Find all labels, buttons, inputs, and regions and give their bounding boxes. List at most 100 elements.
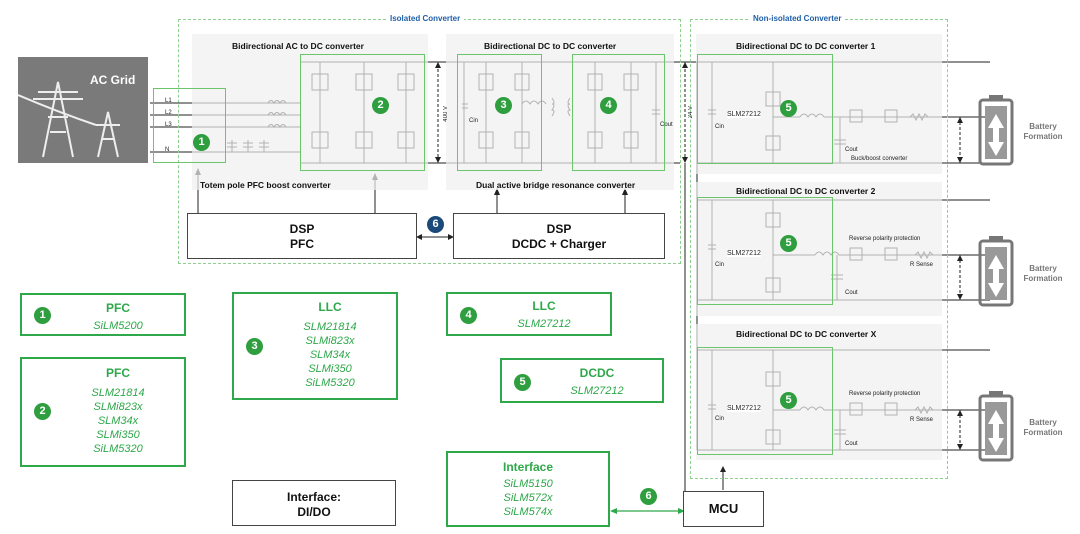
dc-dc-panel [446, 34, 674, 190]
phase-l2: L2 [165, 110, 172, 116]
legend-llc-3-item: SiLM5320 [305, 377, 355, 389]
cout-label-2: Cout [845, 290, 858, 296]
dsp-pfc-title: DSP [289, 222, 315, 236]
legend-pfc-2: 2 PFC SLM21814 SLMi823x SLM34x SLMi350 S… [20, 357, 186, 467]
legend-dcdc-5-title: DCDC [579, 366, 615, 380]
legend-dcdc-5: 5 DCDC SLM27212 [500, 358, 664, 403]
badge-5-diagram-x: 5 [780, 392, 797, 409]
legend-interface-6-title: Interface [502, 460, 554, 474]
badge-5-diagram-1: 5 [780, 100, 797, 117]
phase-l1: L1 [165, 98, 172, 104]
ac-grid-image: AC Grid [18, 57, 148, 163]
chip-label-1: SLM27212 [727, 111, 761, 118]
stage-5-highlight-2 [697, 197, 833, 305]
cout-label-dcdc: Cout [660, 122, 673, 128]
legend-llc-3-item: SLM21814 [303, 321, 357, 333]
legend-badge-4: 4 [460, 307, 477, 324]
battery-label-1: Battery Formation [1023, 122, 1063, 141]
phase-n: N [165, 147, 170, 153]
converter-1-panel [696, 34, 942, 174]
legend-badge-1: 1 [34, 307, 51, 324]
legend-llc-3-item: SLM34x [309, 349, 351, 361]
chip-label-2: SLM27212 [727, 250, 761, 257]
battery-icon-2 [978, 235, 1014, 307]
dsp-dcdc-sub: DCDC + Charger [511, 237, 607, 251]
dsp-pfc-sub: PFC [290, 237, 314, 251]
legend-pfc-1-item: SiLM5200 [93, 320, 143, 332]
badge-4-diagram: 4 [600, 97, 617, 114]
stage-2-highlight [300, 54, 425, 171]
badge-6-interface-link: 6 [640, 488, 657, 505]
legend-pfc-2-item: SLMi350 [96, 429, 140, 441]
reverse-polarity-label-2: Reverse polarity protection [849, 236, 921, 242]
phase-l3: L3 [165, 122, 172, 128]
interface-didio-sub: DI/DO [297, 505, 331, 519]
dab-label: Dual active bridge resonance converter [476, 180, 636, 190]
power-tower-icon [18, 81, 120, 158]
isolated-converter-title: Isolated Converter [386, 14, 465, 23]
ac-grid-label: AC Grid [90, 73, 136, 87]
reverse-polarity-label-x: Reverse polarity protection [849, 391, 921, 397]
battery-icon-x [978, 390, 1014, 462]
badge-2-diagram: 2 [372, 97, 389, 114]
legend-pfc-2-item: SLMi823x [93, 401, 143, 413]
legend-llc-4-title: LLC [532, 299, 556, 313]
stage-4-highlight [572, 54, 665, 171]
badge-3-diagram: 3 [495, 97, 512, 114]
legend-pfc-1-title: PFC [106, 301, 130, 315]
dsp-dcdc-title: DSP [546, 222, 572, 236]
cin-label-1: Cin [715, 124, 725, 130]
cin-label-2: Cin [715, 262, 725, 268]
battery-label-x: Battery Formation [1023, 418, 1063, 437]
stage-5-highlight-x [697, 347, 833, 455]
stage-3-highlight [457, 54, 542, 171]
dsp-dcdc-box: DSP DCDC + Charger [453, 213, 665, 259]
legend-interface-6: Interface SiLM5150 SiLM572x SiLM574x [446, 451, 610, 527]
voltage-400v: 400 V [443, 106, 449, 122]
cin-label-x: Cin [715, 416, 725, 422]
legend-pfc-2-item: SiLM5320 [93, 443, 143, 455]
buck-boost-label: Buck/boost converter [851, 156, 908, 162]
legend-dcdc-5-item: SLM27212 [570, 385, 624, 397]
badge-1-diagram: 1 [193, 134, 210, 151]
legend-llc-4-item: SLM27212 [517, 318, 571, 330]
legend-badge-5: 5 [514, 374, 531, 391]
cout-label-1: Cout [845, 147, 858, 153]
totem-pole-label: Totem pole PFC boost converter [200, 180, 331, 190]
legend-badge-2: 2 [34, 403, 51, 420]
stage-1-highlight [153, 88, 226, 163]
dc-dc-title: Bidirectional DC to DC converter [484, 41, 617, 51]
legend-interface-6-item: SiLM5150 [503, 478, 553, 490]
converter-1-title: Bidirectional DC to DC converter 1 [736, 41, 876, 51]
mcu-box: MCU [683, 491, 764, 527]
legend-pfc-1: 1 PFC SiLM5200 [20, 293, 186, 336]
interface-didio-title: Interface: [286, 490, 342, 504]
voltage-24v: 24 V [688, 106, 694, 119]
cin-label-dcdc: Cin [469, 118, 479, 124]
converter-2-title: Bidirectional DC to DC converter 2 [736, 186, 876, 196]
dsp-pfc-box: DSP PFC [187, 213, 417, 259]
legend-llc-3-item: SLMi823x [305, 335, 355, 347]
cout-label-x: Cout [845, 441, 858, 447]
legend-pfc-2-item: SLM21814 [91, 387, 145, 399]
battery-label-2: Battery Formation [1023, 264, 1063, 283]
legend-llc-3: 3 LLC SLM21814 SLMi823x SLM34x SLMi350 S… [232, 292, 398, 400]
converter-2-panel [696, 182, 942, 316]
converter-x-title: Bidirectional DC to DC converter X [736, 329, 877, 339]
legend-interface-6-item: SiLM572x [503, 492, 553, 504]
badge-5-diagram-2: 5 [780, 235, 797, 252]
non-isolated-converter-title: Non-isolated Converter [749, 14, 846, 23]
converter-x-panel [696, 324, 942, 460]
ac-dc-panel [192, 34, 428, 190]
ac-dc-title: Bidirectional AC to DC converter [232, 41, 364, 51]
legend-badge-3: 3 [246, 338, 263, 355]
legend-pfc-2-title: PFC [106, 366, 130, 380]
battery-icon-1 [978, 94, 1014, 166]
legend-llc-4: 4 LLC SLM27212 [446, 292, 612, 336]
legend-llc-3-title: LLC [318, 300, 342, 314]
interface-didio-box: Interface: DI/DO [232, 480, 396, 526]
legend-llc-3-item: SLMi350 [308, 363, 352, 375]
r-sense-label-x: R Sense [910, 417, 934, 423]
badge-6-dsp-link: 6 [427, 216, 444, 233]
r-sense-label-2: R Sense [910, 262, 934, 268]
